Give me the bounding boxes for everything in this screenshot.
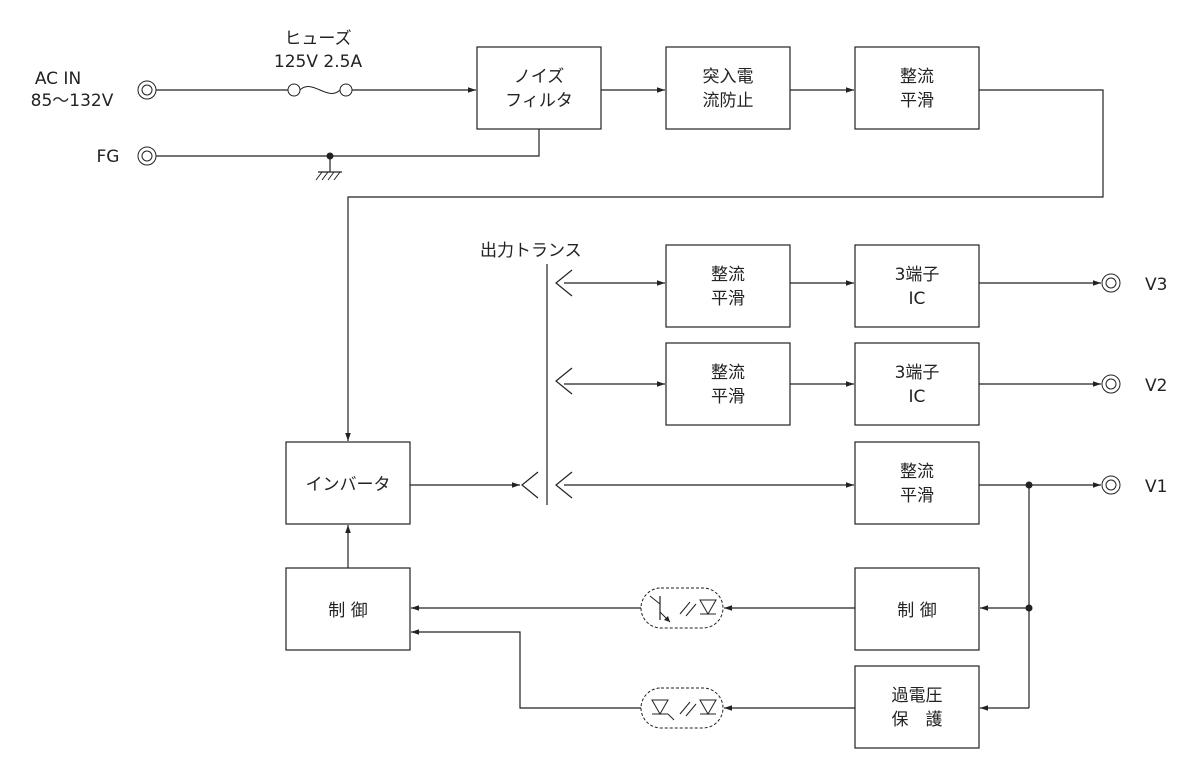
left-control-label: 制 御 (328, 601, 367, 621)
inverter-block (285, 441, 411, 525)
v2-regulator-label-1: 3端子 (895, 363, 940, 383)
v1-terminal (1101, 475, 1121, 495)
right-control-label: 制 御 (897, 601, 936, 621)
fg-terminal (137, 146, 157, 166)
chassis-ground-icon (315, 156, 342, 181)
noise-filter-label-2: フィルタ (505, 91, 573, 111)
overvoltage-protection-block (854, 665, 980, 749)
ac-in-terminal (137, 80, 157, 100)
v3-regulator-label-2: IC (909, 289, 926, 309)
inrush-label-1: 突入電 (703, 67, 754, 87)
inrush-current-block (665, 46, 791, 130)
fg-label: FG (97, 147, 120, 167)
v1-rectifier-label-2: 平滑 (900, 486, 934, 506)
right-control-block (854, 567, 980, 651)
noise-filter-block (476, 46, 602, 130)
fuse-symbol (287, 83, 353, 97)
v3-label: V3 (1145, 275, 1167, 295)
v2-terminal (1101, 374, 1121, 394)
ac-in-voltage-range: 85～132V (31, 91, 114, 111)
fg-wire (156, 129, 540, 157)
v3-rectifier-label-2: 平滑 (711, 289, 745, 309)
v2-regulator-block (854, 342, 980, 426)
ovp-label-1: 過電圧 (892, 686, 943, 706)
fuse-rating: 125V 2.5A (274, 52, 363, 72)
v2-label: V2 (1145, 376, 1167, 396)
left-control-block (285, 567, 411, 651)
inverter-label: インバータ (306, 475, 391, 495)
v2-rectifier-label-1: 整流 (711, 363, 745, 383)
ac-in-label: AC IN (35, 69, 81, 89)
v1-rectifier-label-1: 整流 (900, 462, 934, 482)
input-rectifier-label-1: 整流 (900, 67, 934, 87)
v3-regulator-label-1: 3端子 (895, 265, 940, 285)
output-transformer-symbol (521, 264, 573, 505)
input-rectifier-label-2: 平滑 (900, 91, 934, 111)
v1-label: V1 (1145, 477, 1167, 497)
photocoupler-icon (640, 587, 724, 629)
v2-rectifier-label-2: 平滑 (711, 387, 745, 407)
v3-regulator-block (854, 244, 980, 328)
transformer-label: 出力トランス (480, 241, 582, 261)
v2-rectifier-block (665, 342, 791, 426)
fuse-label: ヒューズ (284, 29, 351, 49)
v3-terminal (1101, 273, 1121, 293)
v2-regulator-label-2: IC (909, 387, 926, 407)
v3-rectifier-block (665, 244, 791, 328)
dc-bus-to-inverter-wire (345, 89, 1104, 441)
photo-thyristor-coupler-icon (640, 687, 724, 729)
photo-thyristor-to-control-wire (411, 629, 641, 709)
ovp-label-2: 保 護 (892, 710, 943, 730)
input-rectifier-block (854, 46, 980, 130)
v1-rectifier-block (854, 441, 980, 525)
inrush-label-2: 流防止 (703, 91, 754, 111)
noise-filter-label-1: ノイズ (514, 67, 565, 87)
v3-rectifier-label-1: 整流 (711, 265, 745, 285)
